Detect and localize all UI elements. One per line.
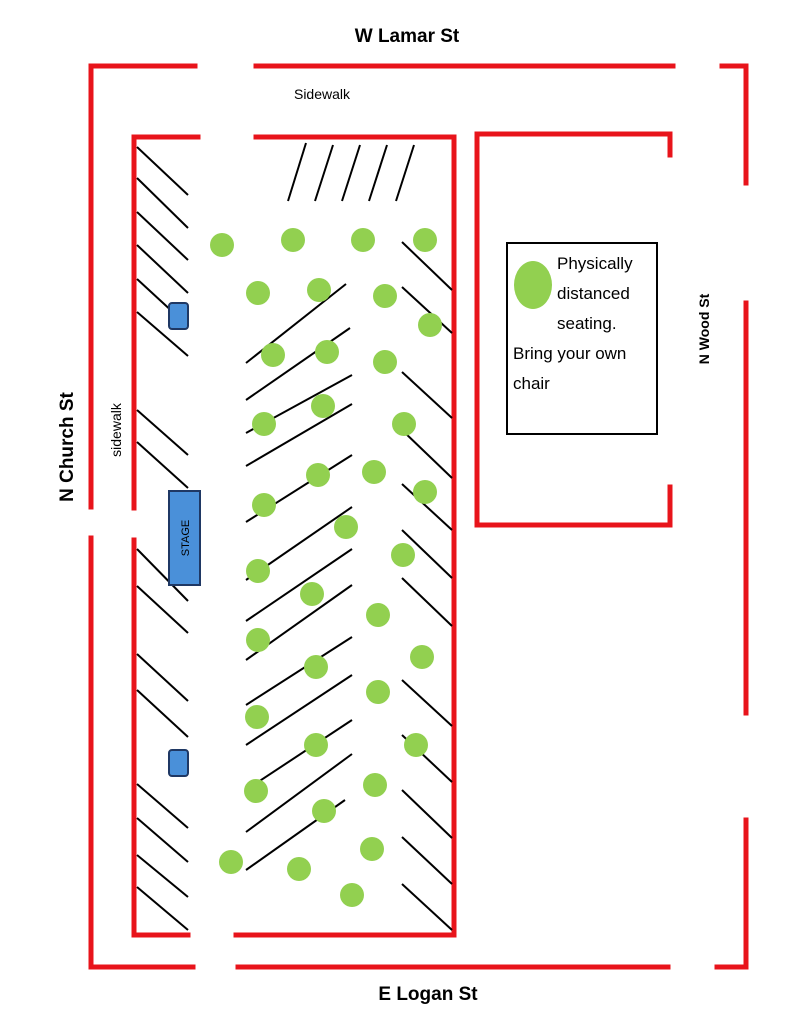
- seat-circle: [391, 543, 415, 567]
- seat-circle: [366, 680, 390, 704]
- seat-circle: [413, 228, 437, 252]
- seating-area: [210, 228, 442, 907]
- stage: [168, 490, 201, 586]
- seat-circle: [404, 733, 428, 757]
- legend-line-1: Physically: [557, 254, 633, 273]
- seat-circle: [304, 655, 328, 679]
- seat-circle: [245, 705, 269, 729]
- seat-circle: [360, 837, 384, 861]
- seat-circle: [315, 340, 339, 364]
- legend-line-3: seating.: [557, 314, 617, 333]
- seat-circle: [392, 412, 416, 436]
- seat-circle: [281, 228, 305, 252]
- legend-seat-icon: [514, 261, 552, 309]
- street-label-south: E Logan St: [378, 984, 478, 1005]
- seat-circle: [246, 559, 270, 583]
- seat-circle: [304, 733, 328, 757]
- seat-circle: [418, 313, 442, 337]
- sidewalk-label-top: Sidewalk: [294, 86, 351, 102]
- seat-circle: [366, 603, 390, 627]
- seat-circle: [362, 460, 386, 484]
- seat-circle: [373, 284, 397, 308]
- seat-circle: [244, 779, 268, 803]
- venue-boundary: [131, 134, 457, 938]
- street-label-east: N Wood St: [696, 293, 712, 364]
- seat-circle: [246, 628, 270, 652]
- seat-circle: [300, 582, 324, 606]
- seat-circle: [410, 645, 434, 669]
- sidewalk-label-left: sidewalk: [108, 402, 124, 457]
- seat-circle: [307, 278, 331, 302]
- legend-line-5: chair: [513, 374, 550, 393]
- blue-object-lower: [168, 749, 189, 777]
- seat-circle: [287, 857, 311, 881]
- seat-circle: [246, 281, 270, 305]
- outer-boundary: [88, 63, 749, 970]
- seat-circle: [252, 493, 276, 517]
- legend-block-boundary: [474, 131, 673, 528]
- seat-circle: [413, 480, 437, 504]
- street-label-west: N Church St: [57, 391, 78, 501]
- legend-line-2: distanced: [557, 284, 630, 303]
- seat-circle: [261, 343, 285, 367]
- seat-circle: [219, 850, 243, 874]
- seat-circle: [363, 773, 387, 797]
- blue-object-upper: [168, 302, 189, 330]
- seat-circle: [351, 228, 375, 252]
- seat-circle: [306, 463, 330, 487]
- seat-circle: [252, 412, 276, 436]
- seat-circle: [340, 883, 364, 907]
- seat-circle: [311, 394, 335, 418]
- legend: Physically distanced seating. Bring your…: [506, 242, 658, 435]
- legend-line-4: Bring your own: [513, 344, 626, 363]
- seat-circle: [312, 799, 336, 823]
- stage-label: STAGE: [180, 520, 192, 556]
- seat-circle: [373, 350, 397, 374]
- street-label-north: W Lamar St: [355, 26, 460, 47]
- seat-circle: [334, 515, 358, 539]
- seat-circle: [210, 233, 234, 257]
